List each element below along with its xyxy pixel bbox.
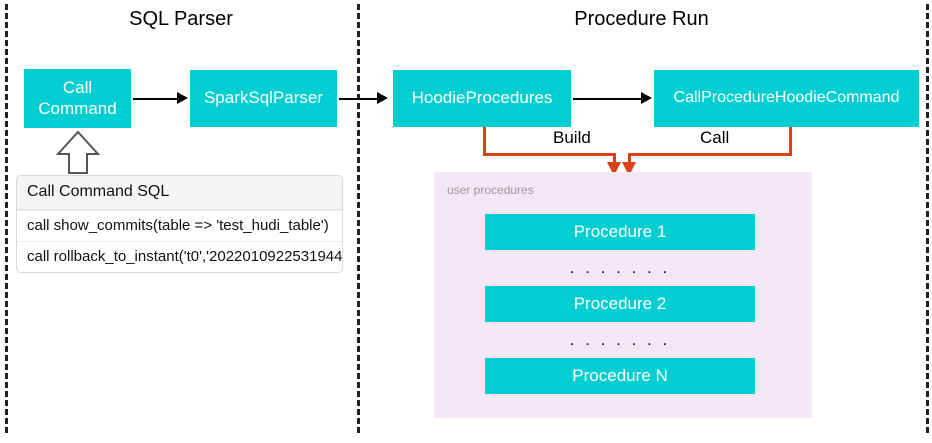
- node-spark-sql-parser[interactable]: SparkSqlParser: [190, 70, 337, 127]
- connector-call-vertical-right: [789, 127, 792, 155]
- section-title-sql-parser: SQL Parser: [129, 8, 233, 30]
- edge-label-build: Build: [547, 128, 597, 148]
- connector-build-vertical-right: [613, 153, 616, 167]
- node-hoodie-procedures[interactable]: HoodieProcedures: [393, 70, 571, 127]
- arrow-callcommand-to-sparksqlparser-head: [177, 92, 188, 104]
- sql-table-header: Call Command SQL: [17, 176, 342, 210]
- divider-left: [5, 4, 8, 433]
- call-command-sql-table: Call Command SQL call show_commits(table…: [16, 175, 343, 273]
- arrow-sparksqlparser-to-hoodieprocedures-head: [377, 92, 388, 104]
- divider-right: [926, 4, 929, 433]
- connector-call-horizontal: [628, 153, 792, 156]
- block-arrow-up-icon: [55, 130, 101, 180]
- edge-label-call: Call: [694, 128, 736, 148]
- node-call-procedure-hoodie-command[interactable]: CallProcedureHoodieCommand: [654, 70, 919, 127]
- procedure-box-n[interactable]: Procedure N: [485, 358, 755, 394]
- node-call-command-line1: Call: [62, 78, 93, 98]
- user-procedures-label: user procedures: [447, 183, 534, 197]
- sql-table-row: call show_commits(table => 'test_hudi_ta…: [17, 210, 342, 241]
- arrow-hoodieprocedures-to-callprocedure-head: [641, 92, 652, 104]
- arrow-hoodieprocedures-to-callprocedure-line: [573, 98, 641, 100]
- section-title-procedure-run: Procedure Run: [574, 8, 709, 30]
- arrow-sparksqlparser-to-hoodieprocedures-line: [339, 98, 377, 100]
- procedures-ellipsis: . . . . . . .: [569, 330, 671, 349]
- divider-middle: [357, 4, 360, 433]
- node-call-command[interactable]: Call Command: [24, 69, 131, 128]
- procedure-box-2[interactable]: Procedure 2: [485, 286, 755, 322]
- connector-build-horizontal: [483, 153, 616, 156]
- node-call-command-line2: Command: [38, 98, 117, 118]
- procedure-box-1[interactable]: Procedure 1: [485, 214, 755, 250]
- arrow-callcommand-to-sparksqlparser-line: [133, 98, 177, 100]
- connector-build-vertical-left: [483, 127, 486, 155]
- connector-call-vertical-left: [628, 153, 631, 167]
- procedures-ellipsis: . . . . . . .: [569, 258, 671, 277]
- sql-table-row: call rollback_to_instant('t0','202201092…: [17, 241, 342, 272]
